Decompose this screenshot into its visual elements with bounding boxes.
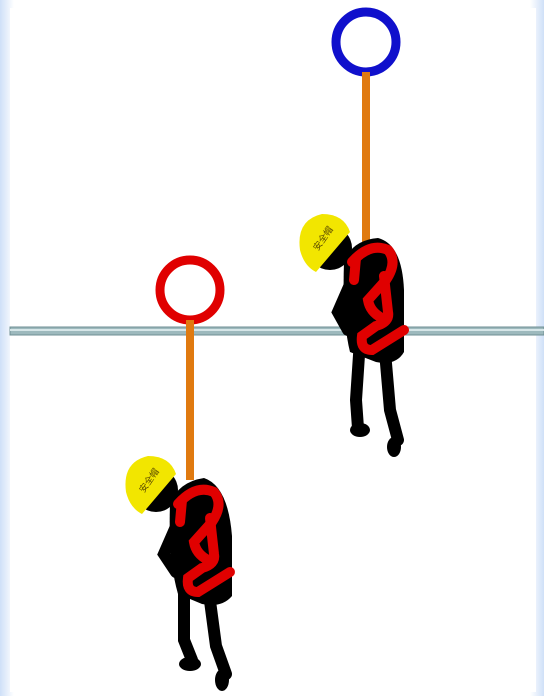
worker-low: 安全帽 (125, 456, 232, 691)
anchor-low-ring (160, 260, 220, 320)
lanyard-high (362, 72, 370, 244)
ground-beam (10, 327, 544, 335)
anchor-high-ring (336, 12, 396, 72)
lanyard-low (186, 320, 194, 480)
